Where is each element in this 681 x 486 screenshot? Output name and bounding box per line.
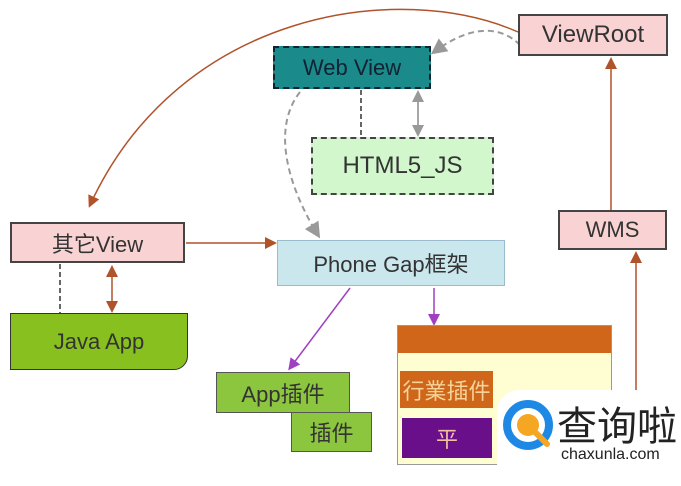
plugin-node: 插件 [291,412,372,452]
otherview-node: 其它View [10,222,185,263]
container-header [398,326,611,353]
phonegap-to-appplugin-arrow [288,287,351,371]
webview-node: Web View [273,46,431,89]
viewroot-to-webview-arrow [430,29,521,55]
watermark: 查询啦 chaxunla.com [497,390,681,486]
javaapp-node: Java App [10,313,188,370]
viewroot-node: ViewRoot [518,14,668,56]
industry-plugin-node: 行業插件 [400,371,493,408]
appplugin-node: App插件 [216,372,350,413]
phonegap-node: Phone Gap框架 [277,240,505,286]
watermark-domain: chaxunla.com [561,446,660,463]
viewroot-to-otherview-arrow [88,8,519,208]
webview-to-phonegap-arrow [284,91,321,239]
html5js-node: HTML5_JS [311,137,494,195]
platform-plugin-node: 平 [402,418,492,458]
wms-node: WMS [558,210,667,250]
magnifier-logo-icon [503,400,553,450]
watermark-brand: 查询啦 [557,404,677,450]
